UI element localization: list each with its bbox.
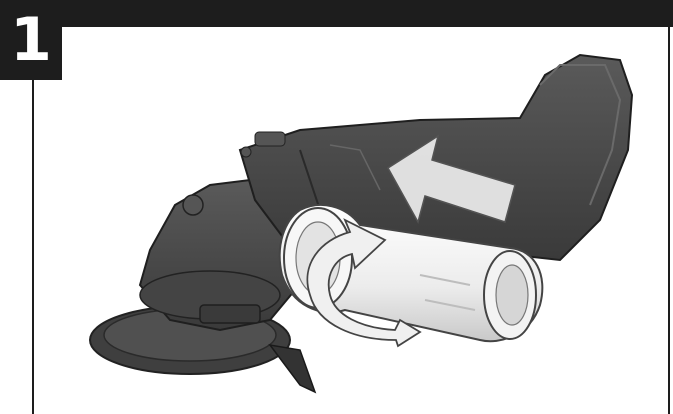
angle-grinder-icon — [90, 55, 632, 392]
